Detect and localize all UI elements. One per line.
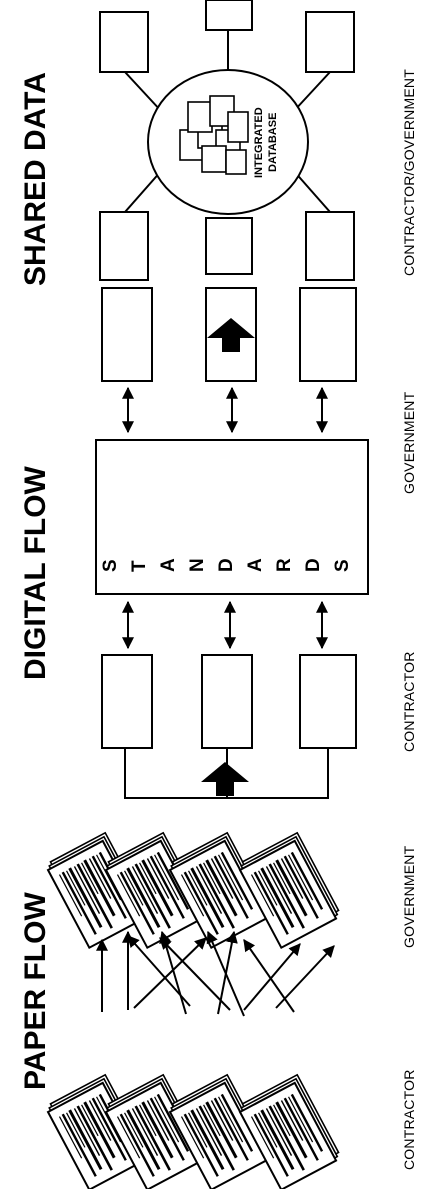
paper-flow-arrows bbox=[96, 930, 335, 1017]
paper-arrow-10 bbox=[206, 930, 245, 1017]
standards-hub bbox=[95, 439, 369, 595]
digital-government-label-group: GOVERNMENT bbox=[401, 391, 417, 494]
standards-letter-1: S bbox=[100, 559, 121, 572]
digital-to-shared-arrow bbox=[207, 318, 255, 352]
paper-contractor-label: CONTRACTOR bbox=[401, 1069, 417, 1170]
standards-letter-8: D bbox=[303, 558, 324, 572]
spoke-right-top bbox=[292, 71, 331, 113]
database-label-line1-group: INTEGRATED bbox=[253, 107, 265, 178]
standards-letter-5: D bbox=[216, 558, 237, 572]
paper-arrow-8 bbox=[243, 943, 301, 1011]
shared-data-title: SHARED DATA bbox=[19, 72, 52, 286]
standards-letter-6: A bbox=[245, 558, 266, 572]
database-structure-icon bbox=[179, 95, 249, 175]
database-label-line1: INTEGRATED bbox=[253, 107, 265, 178]
database-label-line2: DATABASE bbox=[267, 113, 279, 172]
digital-contractor-box-1 bbox=[101, 654, 153, 749]
spoke-left-bottom bbox=[124, 169, 163, 213]
hub-government-arrows bbox=[122, 386, 328, 434]
db-square-5 bbox=[209, 95, 235, 127]
db-square-6 bbox=[227, 111, 249, 143]
shared-box-top bbox=[205, 0, 253, 31]
paper-government-label: GOVERNMENT bbox=[401, 845, 417, 948]
paper-arrow-11 bbox=[275, 945, 335, 1009]
digital-contractor-label: CONTRACTOR bbox=[401, 651, 417, 752]
paper-contractor-label-group: CONTRACTOR bbox=[401, 1069, 417, 1170]
paper-arrow-9 bbox=[243, 939, 295, 1013]
standards-letter-3: A bbox=[158, 558, 179, 572]
shared-box-bottom bbox=[205, 217, 253, 275]
paper-to-digital-arrow bbox=[201, 762, 249, 796]
shared-box-right-bottom bbox=[305, 211, 355, 281]
digital-government-label: GOVERNMENT bbox=[401, 391, 417, 494]
paper-government-label-group: GOVERNMENT bbox=[401, 845, 417, 948]
digital-flow-section: S T A N D A R D S bbox=[95, 287, 369, 799]
spoke-left-top bbox=[124, 71, 163, 113]
standards-letter-7: R bbox=[274, 558, 295, 572]
paper-flow-title-group: PAPER FLOW bbox=[19, 892, 52, 1090]
paper-arrow-6 bbox=[159, 937, 231, 1011]
standards-letter-9: S bbox=[332, 559, 353, 572]
digital-flow-title-group: DIGITAL FLOW bbox=[19, 465, 52, 680]
digital-contractor-box-2 bbox=[201, 654, 253, 749]
shared-data-section: INTEGRATED DATABASE bbox=[99, 0, 355, 281]
shared-bottom-label-group: CONTRACTOR/GOVERNMENT bbox=[401, 69, 417, 276]
database-label-line2-group: DATABASE bbox=[267, 113, 279, 172]
db-square-7 bbox=[201, 145, 227, 173]
shared-bottom-label: CONTRACTOR/GOVERNMENT bbox=[401, 69, 417, 276]
digital-contractor-label-group: CONTRACTOR bbox=[401, 651, 417, 752]
db-square-4 bbox=[187, 101, 213, 133]
digital-contractor-box-3 bbox=[299, 654, 357, 749]
spoke-right-bottom bbox=[292, 169, 331, 213]
shared-data-title-group: SHARED DATA bbox=[19, 72, 52, 286]
contractor-hub-arrows bbox=[122, 600, 328, 650]
paper-arrow-3 bbox=[133, 937, 207, 1009]
paper-flow-section bbox=[43, 831, 343, 1192]
contractor-document-stack-4 bbox=[235, 1073, 343, 1192]
shared-box-right-top bbox=[305, 11, 355, 73]
standards-letters: S T A N D A R D S bbox=[100, 558, 353, 572]
digital-flow-title: DIGITAL FLOW bbox=[19, 465, 52, 680]
db-square-8 bbox=[225, 149, 247, 175]
government-document-stack-4 bbox=[235, 831, 343, 950]
shared-box-left-bottom bbox=[99, 211, 149, 281]
standards-letter-2: T bbox=[129, 560, 150, 572]
paper-flow-title: PAPER FLOW bbox=[19, 892, 52, 1090]
shared-box-left-top bbox=[99, 11, 149, 73]
digital-government-box-1 bbox=[101, 287, 153, 382]
digital-government-box-3 bbox=[299, 287, 357, 382]
standards-letter-4: N bbox=[187, 558, 208, 572]
